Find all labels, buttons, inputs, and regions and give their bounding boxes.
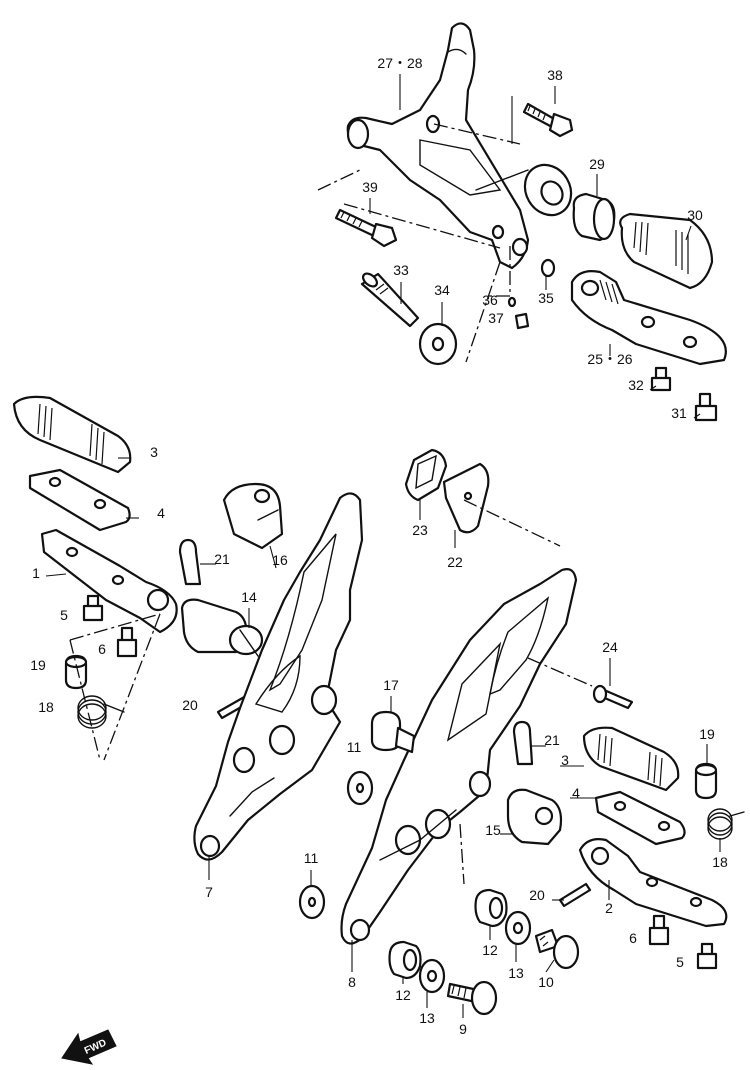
snap-ring-36 xyxy=(507,296,517,308)
part-label-l13a: 13 xyxy=(508,965,524,981)
part-label-l30: 30 xyxy=(687,207,703,223)
part-label-l27-28: 27・28 xyxy=(377,55,422,71)
spring-18-left xyxy=(77,695,125,729)
part-label-l19b: 19 xyxy=(699,726,715,742)
part-label-l6b: 6 xyxy=(629,930,637,946)
part-label-l11b: 11 xyxy=(304,850,319,866)
footrest-rubber-3-left xyxy=(12,395,132,474)
footrest-25-26 xyxy=(570,270,727,366)
footrest-bracket-8 xyxy=(340,568,578,945)
part-label-l36: 36 xyxy=(482,292,498,308)
part-label-l15: 15 xyxy=(485,822,501,838)
part-label-l31: 31 xyxy=(671,405,687,421)
part-label-l2: 2 xyxy=(605,900,613,916)
part-label-l12b: 12 xyxy=(395,987,411,1003)
pin-21-right xyxy=(512,720,534,766)
part-label-l16: 16 xyxy=(272,552,288,568)
part-label-l39: 39 xyxy=(362,179,378,195)
screw-24 xyxy=(592,684,634,710)
part-label-l17: 17 xyxy=(383,677,399,693)
bolt-6-right xyxy=(648,914,670,946)
part-label-l22: 22 xyxy=(447,554,463,570)
part-label-l4a: 4 xyxy=(157,505,165,521)
part-label-l19a: 19 xyxy=(30,657,46,673)
part-label-l18a: 18 xyxy=(38,699,54,715)
plate-4-left xyxy=(28,468,131,532)
collar-19-right xyxy=(694,762,718,800)
washer-13-upper xyxy=(504,910,532,946)
part-label-l10: 10 xyxy=(538,974,554,990)
pin-33 xyxy=(360,272,420,328)
part-label-l3b: 3 xyxy=(561,752,569,768)
part-label-l1: 1 xyxy=(32,565,40,581)
bolt-17 xyxy=(370,710,416,754)
part-label-l7: 7 xyxy=(205,884,213,900)
part-label-l37: 37 xyxy=(488,310,504,326)
footrest-rubber-30 xyxy=(619,212,714,290)
collar-29 xyxy=(572,192,616,242)
bolt-39 xyxy=(334,208,398,248)
spring-18-right xyxy=(707,808,745,840)
clip-23 xyxy=(404,448,448,502)
part-label-l24: 24 xyxy=(602,639,618,655)
part-label-l8: 8 xyxy=(348,974,356,990)
bolt-9 xyxy=(446,980,498,1016)
footrest-1 xyxy=(40,528,178,634)
part-label-l20a: 20 xyxy=(182,697,198,713)
collar-19-left xyxy=(64,654,88,690)
part-label-l21b: 21 xyxy=(544,732,560,748)
washer-11-lower xyxy=(298,884,326,920)
part-label-l14: 14 xyxy=(241,589,257,605)
part-label-l13b: 13 xyxy=(419,1010,435,1026)
part-label-l23: 23 xyxy=(412,522,428,538)
footrest-2 xyxy=(578,838,728,928)
part-label-l5b: 5 xyxy=(676,954,684,970)
bolt-38 xyxy=(522,102,574,138)
fwd-arrow-icon: FWD xyxy=(61,1029,117,1065)
rear-footrest-bracket-27-28 xyxy=(346,22,573,270)
bolt-10 xyxy=(534,928,580,970)
plate-4-right xyxy=(594,790,686,846)
part-label-l32: 32 xyxy=(628,377,644,393)
washer-13-lower xyxy=(418,958,446,994)
bolt-6-left xyxy=(116,626,138,658)
part-label-l5a: 5 xyxy=(60,607,68,623)
part-label-l20b: 20 xyxy=(529,887,545,903)
washer-11-upper xyxy=(346,770,374,806)
bolt-32 xyxy=(650,366,672,392)
plate-22 xyxy=(442,462,490,534)
part-label-l21a: 21 xyxy=(214,551,230,567)
bolt-31 xyxy=(694,392,718,422)
footrest-bracket-7 xyxy=(193,492,364,861)
part-label-l12a: 12 xyxy=(482,942,498,958)
washer-35 xyxy=(540,258,556,278)
part-label-l25-26: 25・26 xyxy=(587,351,632,367)
leader-lines xyxy=(45,74,721,1018)
washer-34 xyxy=(418,322,458,366)
cotter-pin-20-right xyxy=(558,882,592,908)
part-label-l29: 29 xyxy=(589,156,605,172)
cover-16 xyxy=(222,482,284,550)
part-label-l34: 34 xyxy=(434,282,450,298)
part-label-l33: 33 xyxy=(393,262,409,278)
screw-37 xyxy=(514,312,530,330)
part-label-l3a: 3 xyxy=(150,444,158,460)
part-label-l9: 9 xyxy=(459,1021,467,1037)
part-label-l4b: 4 xyxy=(572,785,580,801)
collar-12-lower xyxy=(388,940,422,980)
part-label-l6a: 6 xyxy=(98,641,106,657)
clevis-15 xyxy=(506,788,563,846)
clevis-14 xyxy=(180,598,264,657)
bolt-5-right xyxy=(696,942,718,970)
collar-12-upper xyxy=(474,888,508,928)
part-label-l35: 35 xyxy=(538,290,554,306)
part-label-l11a: 11 xyxy=(347,739,362,755)
part-label-l38: 38 xyxy=(547,67,563,83)
pin-21-left xyxy=(178,538,202,586)
part-label-l18b: 18 xyxy=(712,854,728,870)
footrest-rubber-3-right xyxy=(582,726,680,792)
bolt-5-left xyxy=(82,594,104,622)
